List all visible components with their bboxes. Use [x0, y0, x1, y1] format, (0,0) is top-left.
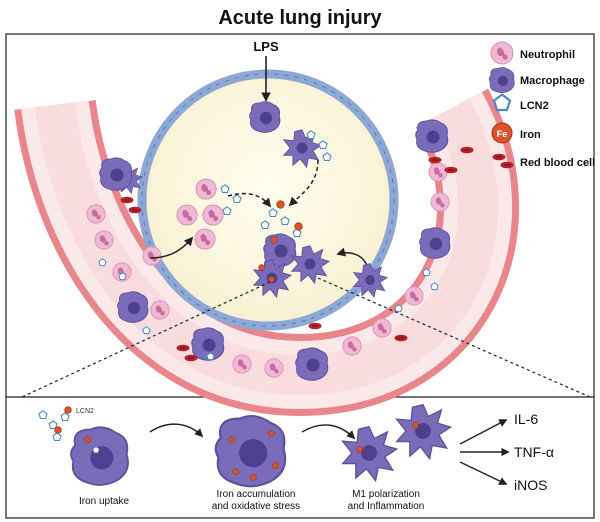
legend: Neutrophil Macrophage LCN2 Fe Iron Red b… [488, 41, 595, 169]
lcn2-tag: LCN2 [76, 408, 94, 415]
neutrophil-cell [176, 204, 198, 226]
step-arrow [149, 423, 204, 438]
legend-label: Macrophage [520, 75, 585, 87]
curved-arrow [149, 236, 194, 259]
pentagon-icon [492, 93, 512, 112]
zoom-line [317, 277, 591, 398]
legend-label: Iron [520, 129, 541, 141]
step-arrow [301, 424, 356, 440]
iron-icon: Fe [491, 122, 513, 144]
figure-title: Acute lung injury [218, 7, 382, 29]
m1-macrophage [395, 403, 452, 460]
step-label: M1 polarization [352, 489, 420, 500]
step-label: and oxidative stress [212, 501, 300, 512]
neutrophil-icon [490, 41, 514, 65]
macrophage-icon [488, 67, 515, 94]
neutrophil-cell [195, 178, 217, 200]
lps-label: LPS [253, 39, 279, 54]
output-arrow [459, 419, 508, 445]
legend-label: Red blood cell [520, 157, 595, 169]
outer-frame [5, 33, 595, 519]
dashed-arrow [227, 192, 272, 208]
dashed-arrow [288, 159, 319, 207]
legend-label: Neutrophil [520, 49, 575, 61]
legend-label: LCN2 [520, 100, 549, 112]
alveolar-macrophage [249, 101, 281, 133]
iron-symbol: Fe [497, 129, 508, 139]
step-label: Iron accumulation [217, 489, 296, 500]
neutrophil-cell [194, 228, 216, 250]
step-label: Iron uptake [79, 496, 129, 507]
uptake-macrophage [70, 426, 129, 486]
cytokine-label: IL-6 [514, 411, 538, 427]
neutrophil-cell [202, 204, 224, 226]
bottom-panel: LCN2 Iron uptake Iron accumulation and o… [38, 403, 554, 512]
output-arrow [459, 461, 508, 485]
iron-loaded-macrophage [214, 414, 287, 488]
step-label: and Inflammation [348, 501, 425, 512]
neutrophil-cell [142, 246, 162, 266]
cytokine-label: iNOS [514, 477, 547, 493]
cytokine-label: TNF-α [514, 444, 554, 460]
